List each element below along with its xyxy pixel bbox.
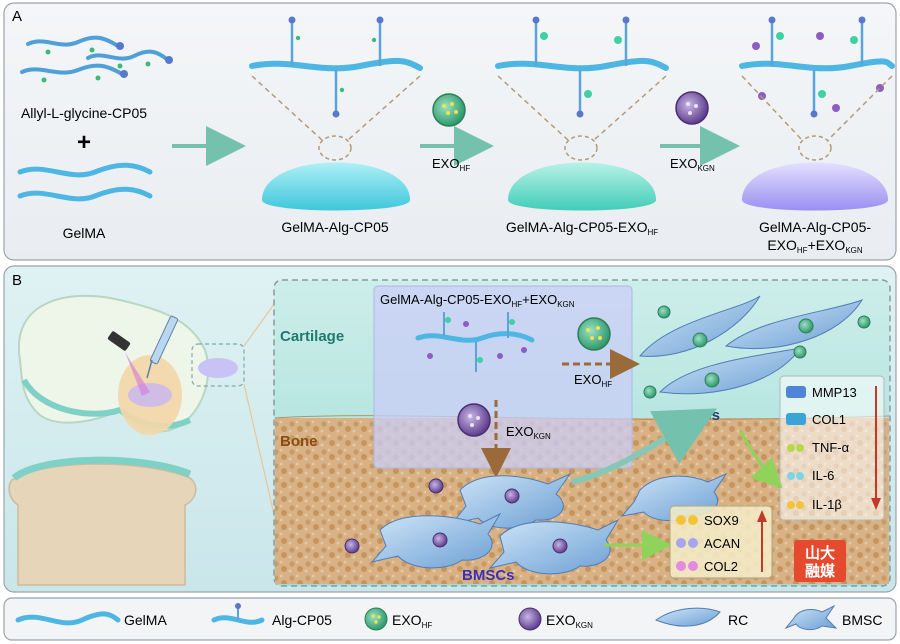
glycine-side-groups-icon xyxy=(41,47,151,83)
bone-label: Bone xyxy=(280,433,318,450)
rc-to-markers-arrow xyxy=(738,429,783,489)
gelma-label: GelMA xyxy=(63,225,106,241)
plus-sign: + xyxy=(77,129,91,156)
legend-exo-hf: EXOHF xyxy=(392,612,432,630)
gel2-drop-icon xyxy=(508,162,656,211)
hydrogel-1: GelMA-Alg-CP05 xyxy=(249,16,423,235)
legend-gelma: GelMA xyxy=(124,612,167,628)
bmsc-cells xyxy=(344,472,728,575)
legend-frame xyxy=(3,597,897,641)
legend-alg: Alg-CP05 xyxy=(272,612,332,628)
down-marker-icons xyxy=(786,386,806,509)
allyl-label: Allyl-L-glycine-CP05 xyxy=(21,105,147,121)
svg-text:山大: 山大 xyxy=(805,544,835,562)
hydrogel-2: GelMA-Alg-CP05-EXOHF xyxy=(495,16,669,237)
exo-hf-release-label: EXOHF xyxy=(574,372,612,389)
legend-gelma-icon xyxy=(15,611,121,626)
panel-b-letter: B xyxy=(12,272,22,289)
marker-il6: IL-6 xyxy=(812,468,834,483)
rc-cell-icon xyxy=(724,299,864,350)
gel1-label: GelMA-Alg-CP05 xyxy=(281,219,389,235)
up-marker-icons xyxy=(676,515,698,571)
marker-acan: ACAN xyxy=(704,536,740,551)
legend-rc: RC xyxy=(728,612,748,628)
legend-rc-icon xyxy=(654,607,721,627)
column-exo-kgn-icon xyxy=(457,403,491,437)
watermark-logo: 山大 融媒 xyxy=(794,540,846,582)
panel-a-frame xyxy=(3,2,897,261)
exo-kgn-icon xyxy=(675,91,709,125)
marker-col1: COL1 xyxy=(812,412,846,427)
legend-exo-kgn: EXOKGN xyxy=(546,612,593,630)
gel2-label: GelMA-Alg-CP05-EXOHF xyxy=(506,219,658,237)
hydrogel-3: GelMA-Alg-CP05- EXOHF+EXOKGN xyxy=(739,16,895,255)
exo-kgn-release-label: EXOKGN xyxy=(506,424,551,441)
zoom-box xyxy=(191,343,245,387)
column-exo-hf-icon xyxy=(577,317,611,351)
marker-il1b: IL-1β xyxy=(812,497,842,512)
svg-text:融媒: 融媒 xyxy=(805,562,836,580)
light-source-icon xyxy=(107,331,150,396)
bmscs-label: BMSCs xyxy=(462,567,515,584)
legend-bmsc-icon xyxy=(784,604,838,631)
legend-exo-hf-icon xyxy=(364,607,388,631)
legend-bmsc: BMSC xyxy=(842,612,882,628)
marker-col2: COL2 xyxy=(704,559,738,574)
gel1-drop-icon xyxy=(262,162,410,211)
implanted-gel-icon xyxy=(198,358,238,378)
rc-cells xyxy=(638,295,871,399)
arrow2-label: EXOHF xyxy=(432,156,470,173)
marker-sox9: SOX9 xyxy=(704,513,739,528)
arrow3-label: EXOKGN xyxy=(670,156,715,173)
panel-a-letter: A xyxy=(12,8,22,25)
column-backbone-icon xyxy=(415,331,535,343)
column-title: GelMA-Alg-CP05-EXOHF+EXOKGN xyxy=(380,292,575,309)
gel1-crosslinkers-icon xyxy=(290,22,382,112)
cartilage-label: Cartilage xyxy=(280,328,344,345)
marker-tnf: TNF-α xyxy=(812,440,850,455)
gel3-drop-icon xyxy=(742,162,888,211)
marker-mmp13: MMP13 xyxy=(812,385,857,400)
allyl-strand-ends-icon xyxy=(116,42,173,78)
syringe-icon xyxy=(146,315,179,379)
differentiation-arrow xyxy=(571,408,717,485)
gel3-label-line1: GelMA-Alg-CP05- xyxy=(759,219,871,235)
gelma-strands-icon xyxy=(17,162,153,202)
allyl-strands-icon xyxy=(20,35,170,76)
rc-cell-icon xyxy=(638,295,761,357)
gel3-label-line2: EXOHF+EXOKGN xyxy=(767,237,863,255)
gel1-backbone-icon xyxy=(249,58,423,72)
down-markers-box xyxy=(779,375,885,521)
exo-hf-icon xyxy=(432,93,466,127)
legend-exo-kgn-icon xyxy=(518,607,542,631)
